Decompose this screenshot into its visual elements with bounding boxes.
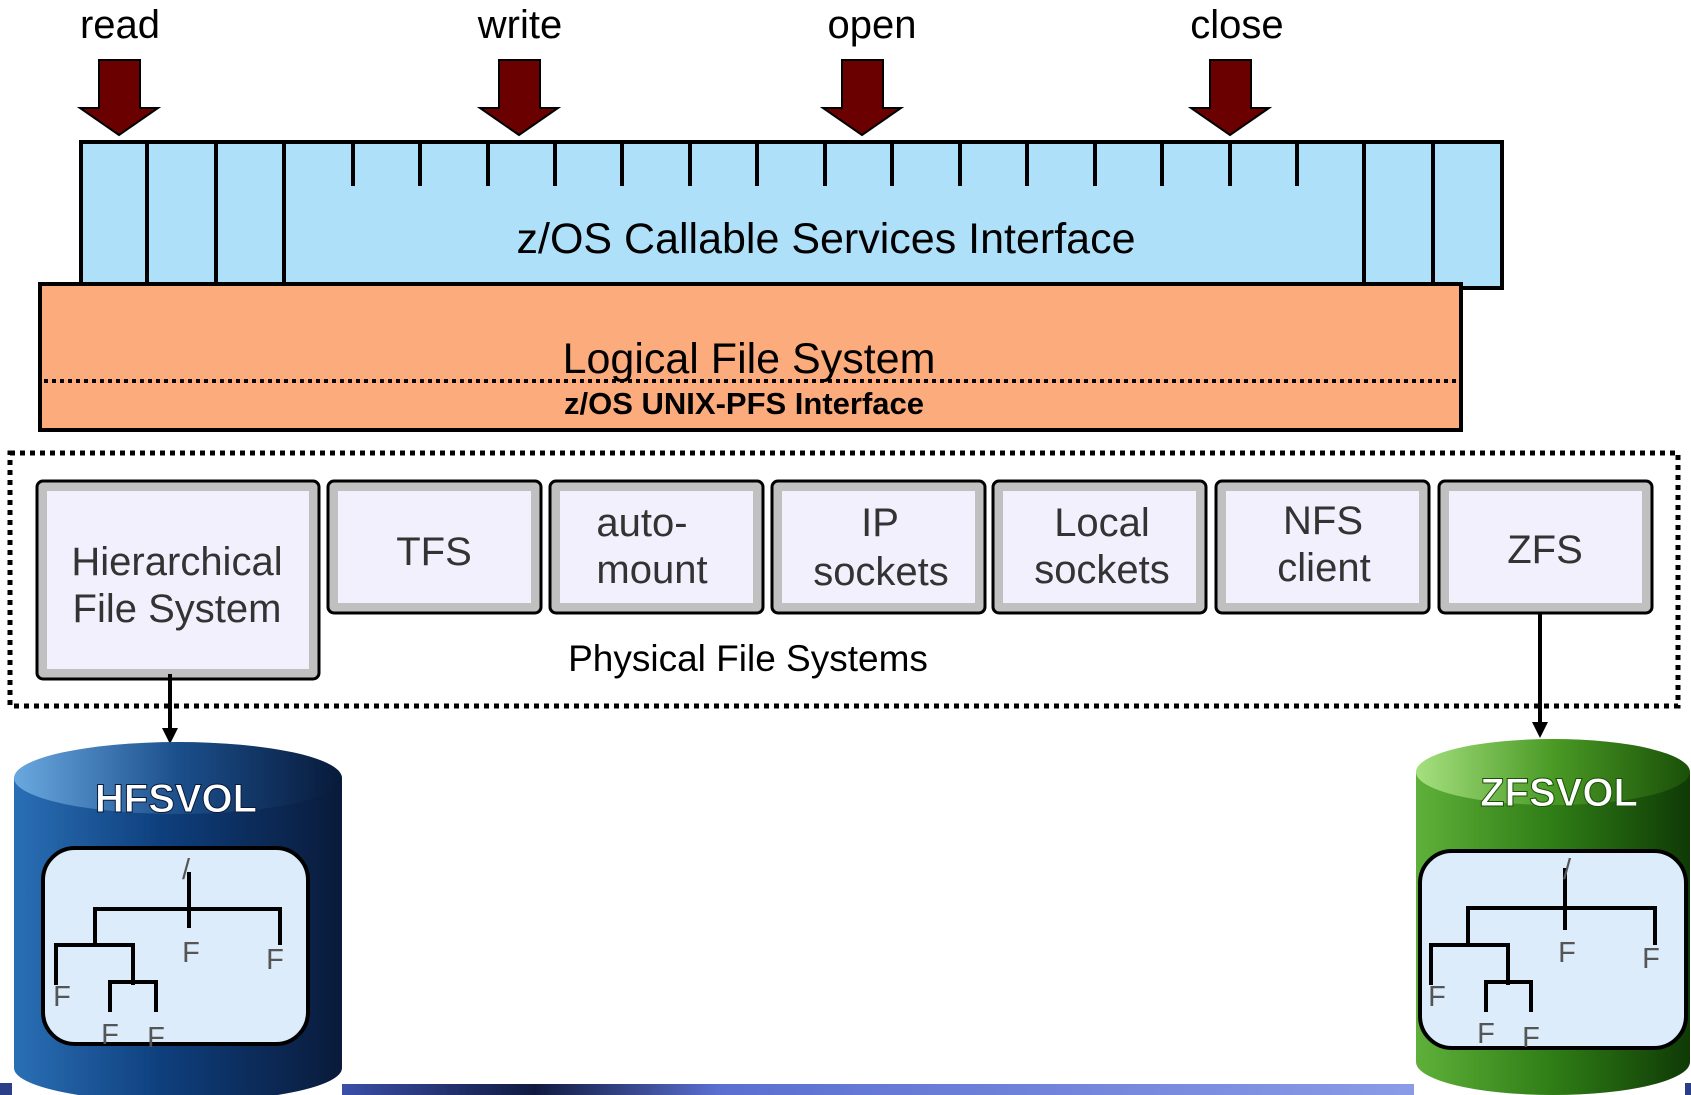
lfs-label: Logical File System — [563, 335, 936, 383]
interface-ticks — [351, 142, 1299, 186]
pfs-label: Hierarchical — [71, 540, 282, 584]
tree-leaf: F — [101, 1019, 119, 1051]
tree-leaf: F — [1428, 981, 1446, 1013]
tree-leaf: F — [266, 944, 284, 976]
pfs-label: mount — [596, 548, 707, 592]
tree-leaf: F — [1522, 1022, 1540, 1054]
connector-zfs-to-zfsvol — [1532, 613, 1548, 738]
pfs-label: ZFS — [1507, 528, 1583, 572]
pfs-interface-label: z/OS UNIX-PFS Interface — [564, 386, 924, 421]
api-call-label-read: read — [80, 3, 160, 47]
arrowhead-icon — [1532, 722, 1548, 738]
bottom-decor-bar — [0, 1083, 1691, 1095]
directory-tree-icon — [54, 872, 282, 1012]
down-arrow-icon — [476, 59, 562, 137]
callable-services-interface: z/OS Callable Services Interface — [79, 140, 1504, 290]
tree-labels: / F F F F F — [53, 854, 284, 1054]
api-call-label-write: write — [477, 3, 562, 47]
logical-file-system: Logical File System z/OS UNIX-PFS Interf… — [38, 282, 1463, 432]
pfs-label: File System — [73, 587, 282, 631]
pfs-label: IP — [861, 501, 899, 545]
pfs-label: auto- — [596, 501, 687, 545]
pfs-label: client — [1277, 546, 1370, 590]
pfs-group-border — [7, 450, 1681, 709]
tree-leaf: F — [53, 981, 71, 1013]
api-call-open: open — [819, 3, 917, 137]
tree-root: / — [1563, 854, 1572, 886]
pfs-label: TFS — [396, 530, 472, 574]
pfs-label: Local — [1054, 501, 1150, 545]
api-call-label-open: open — [828, 3, 917, 47]
tree-leaf: F — [147, 1022, 165, 1054]
arrowhead-icon — [162, 728, 178, 744]
pfs-label: NFS — [1283, 499, 1363, 543]
hfsvol-volume: HFSVOL / F F F F F — [14, 742, 342, 1095]
pfs-label: sockets — [1034, 548, 1170, 592]
pfs-hfs: Hierarchical File System — [35, 479, 321, 681]
tree-leaf: F — [182, 937, 200, 969]
tree-leaf: F — [1558, 937, 1576, 969]
api-call-close: close — [1187, 3, 1284, 137]
down-arrow-icon — [76, 59, 162, 137]
pfs-automount: auto- mount — [548, 479, 765, 615]
hfsvol-label: HFSVOL — [95, 777, 257, 821]
interface-dividers — [145, 142, 1435, 288]
api-call-read: read — [76, 3, 162, 137]
zfsvol-volume: ZFSVOL / F F F F F — [1416, 739, 1690, 1095]
tree-leaf: F — [1642, 943, 1660, 975]
api-call-write: write — [476, 3, 562, 137]
tree-leaf: F — [1477, 1018, 1495, 1050]
zfsvol-label: ZFSVOL — [1480, 771, 1638, 815]
down-arrow-icon — [1187, 59, 1273, 137]
pfs-ip-sockets: IP sockets — [770, 479, 987, 615]
pfs-label: sockets — [813, 550, 949, 594]
tree-labels: / F F F F F — [1428, 854, 1660, 1054]
pfs-tfs: TFS — [326, 479, 543, 615]
callable-services-label: z/OS Callable Services Interface — [517, 215, 1136, 263]
api-call-label-close: close — [1190, 3, 1283, 47]
directory-tree-icon — [1429, 868, 1657, 1012]
pfs-zfs: ZFS — [1437, 479, 1654, 615]
tree-root: / — [182, 854, 191, 886]
pfs-nfs-client: NFS client — [1214, 479, 1431, 615]
pfs-local-sockets: Local sockets — [991, 479, 1208, 615]
pfs-group-label: Physical File Systems — [568, 638, 928, 679]
down-arrow-icon — [819, 59, 905, 137]
connector-hfs-to-hfsvol — [162, 674, 178, 744]
